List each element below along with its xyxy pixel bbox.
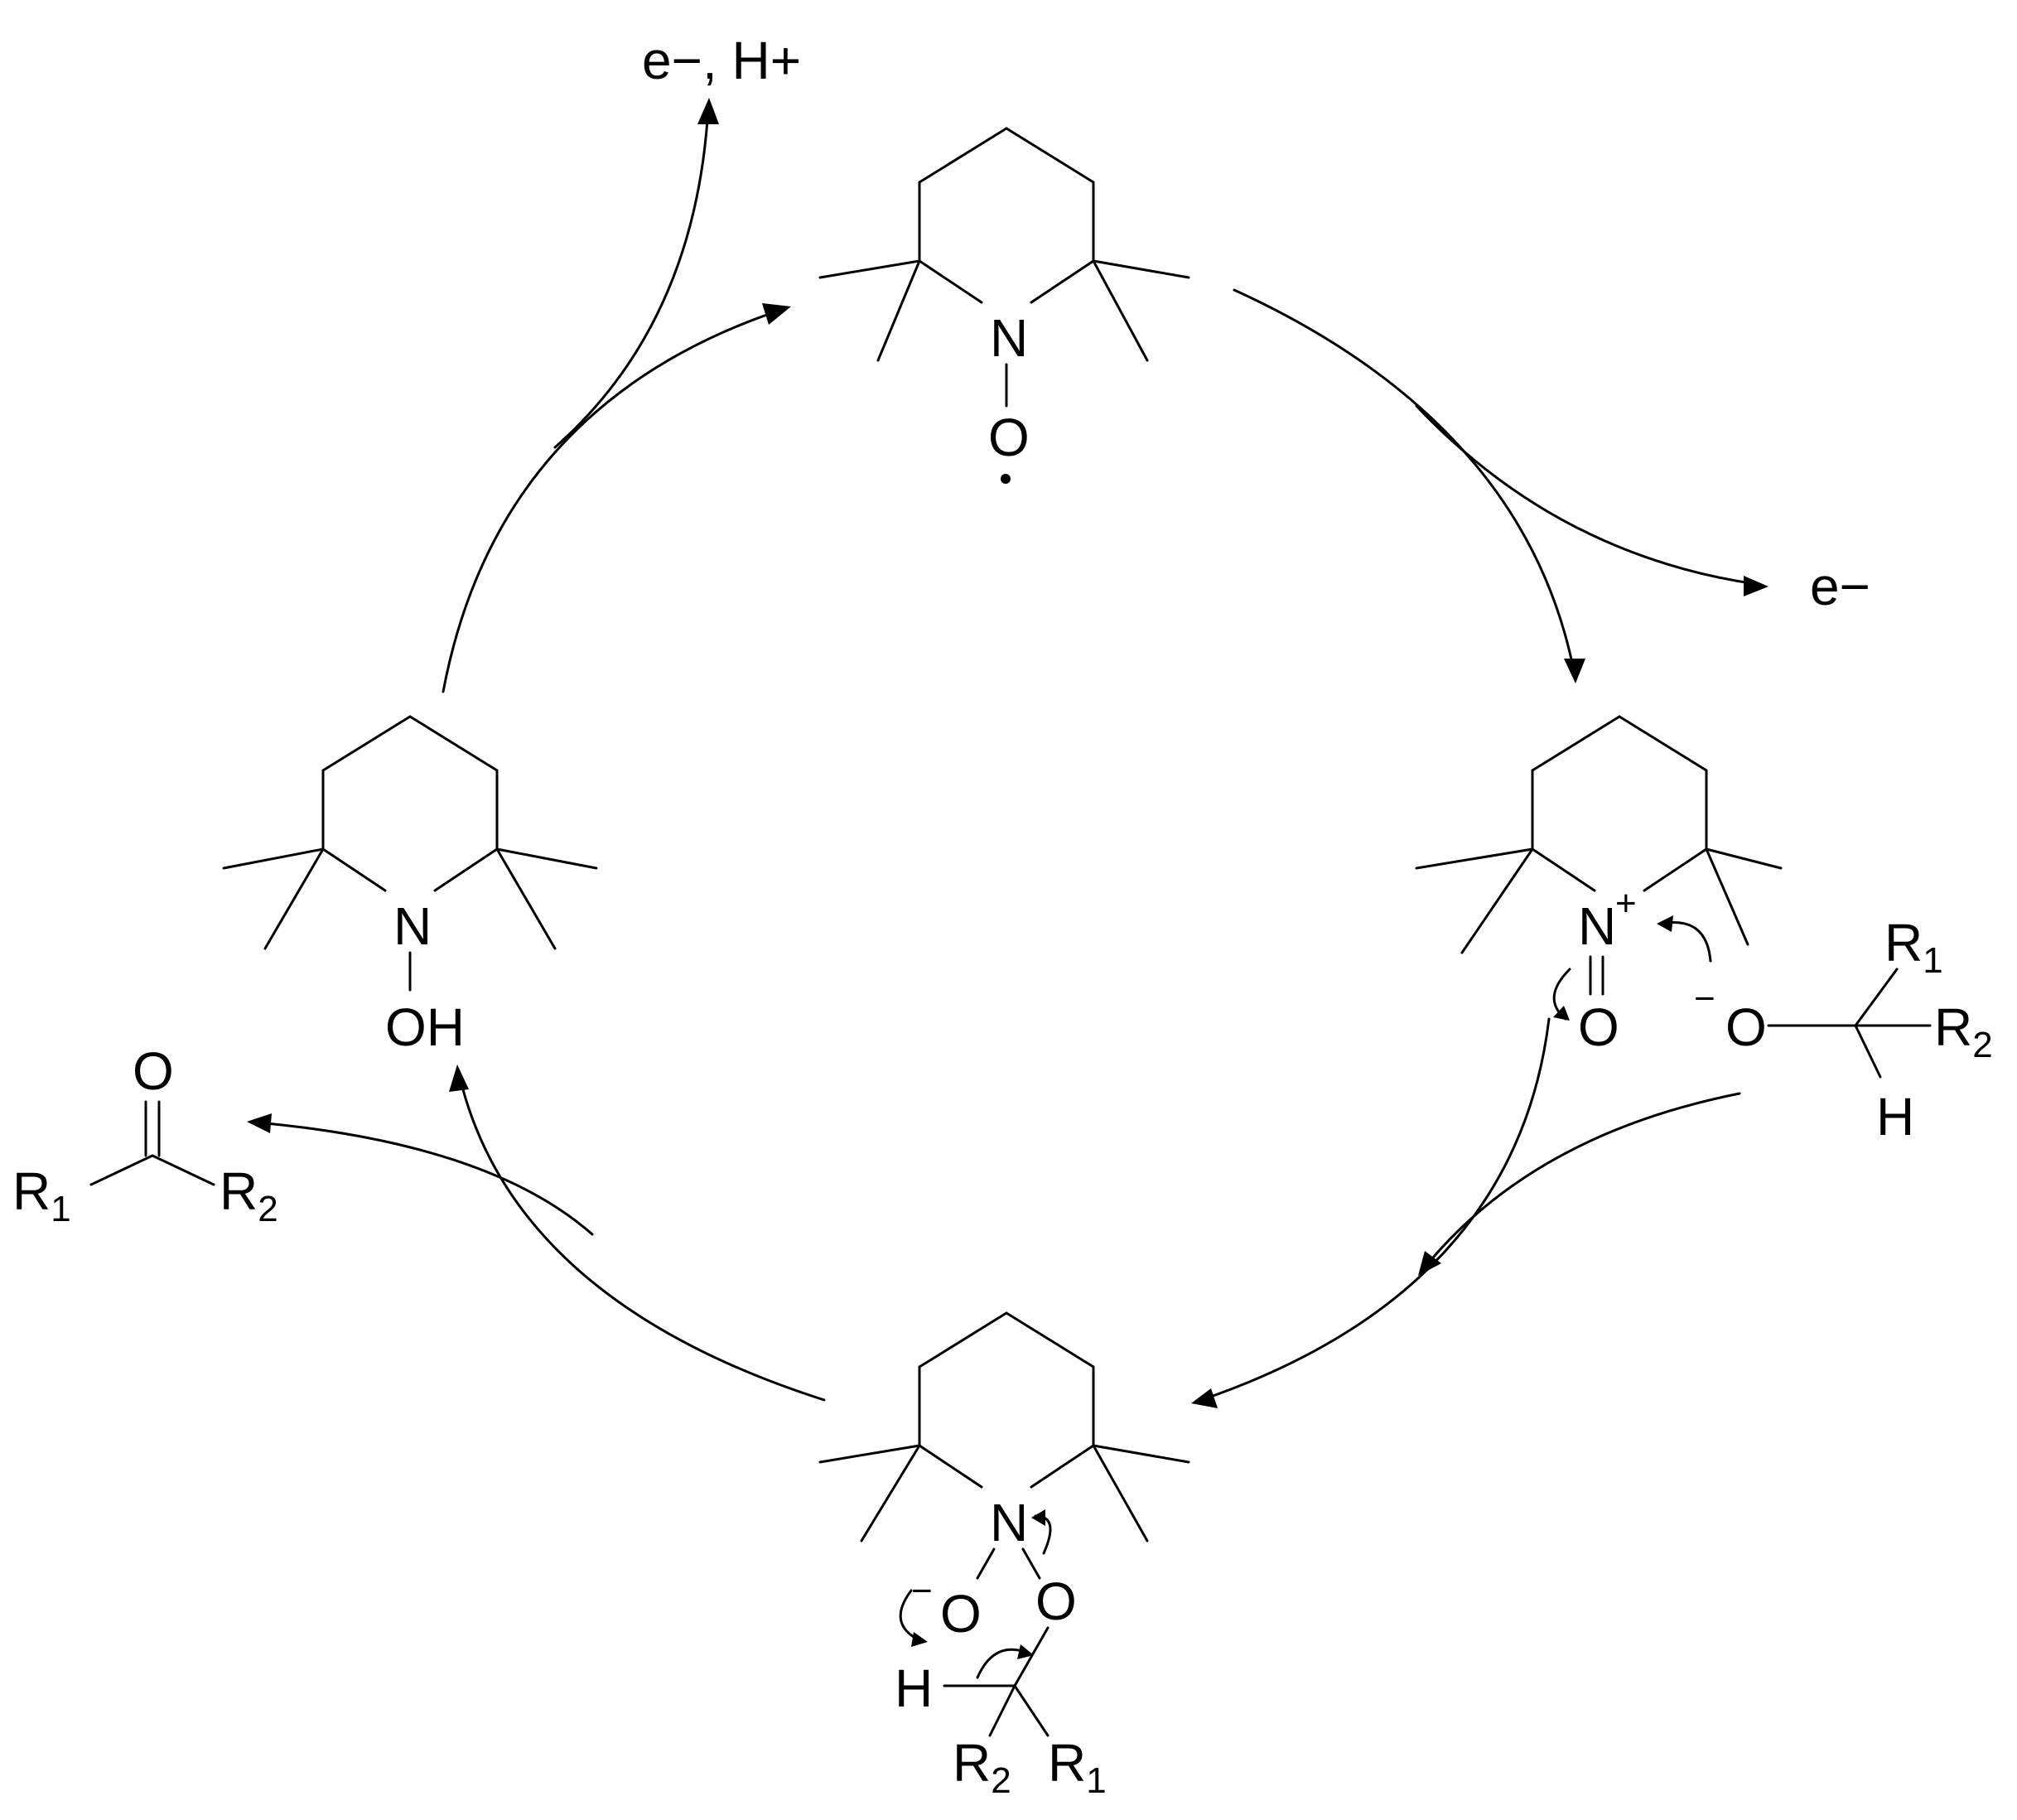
arrow-adduct-to-hydroxylamine <box>449 1064 826 1402</box>
electron-proton-label: e−, H+ <box>642 31 801 90</box>
arrow-oxoammonium-to-adduct <box>1191 1017 1551 1408</box>
alkoxide-adduct-structure: N − O O H R2 R1 <box>818 1311 1190 1801</box>
alkoxide-r1-label: R1 <box>1884 913 1943 981</box>
alkoxide-minus-charge: − <box>1694 978 1715 1019</box>
tempo-nitrogen-label: N <box>990 308 1028 368</box>
adduct-minus-charge: − <box>911 1571 933 1611</box>
arrow-hydroxylamine-to-tempo <box>442 303 791 693</box>
oxoammonium-structure: N + O <box>1415 715 1783 1057</box>
ketone-oxygen-label: O <box>133 1041 174 1101</box>
arrow-release-ketone <box>247 1113 594 1236</box>
adduct-nitrogen-label: N <box>990 1493 1028 1552</box>
adduct-oxygen-bridge-label: O <box>1035 1571 1077 1631</box>
alkoxide-substrate: − O R1 R2 H <box>1694 913 1993 1147</box>
adduct-r1-label: R1 <box>1048 1733 1107 1801</box>
radical-dot <box>1001 474 1011 484</box>
tempo-radical-structure: N O <box>818 127 1190 484</box>
hydroxylamine-oh-label: OH <box>385 997 465 1057</box>
hydroxylamine-nitrogen-label: N <box>393 896 432 956</box>
arrow-tempo-to-oxoammonium <box>1233 288 1585 683</box>
oxoammonium-oxygen-label: O <box>1578 997 1619 1057</box>
adduct-r2-label: R2 <box>953 1733 1011 1801</box>
oxoammonium-nitrogen-label: N <box>1578 896 1616 956</box>
ketone-r2-label: R2 <box>220 1161 278 1229</box>
hydroxylamine-structure: N OH <box>222 715 598 1057</box>
tempo-oxygen-label: O <box>988 408 1030 467</box>
alkoxide-oxygen-label: O <box>1725 997 1767 1057</box>
adduct-oxygen-anion-label: O <box>940 1584 982 1644</box>
oxoammonium-plus-charge: + <box>1615 883 1637 924</box>
electron-label: e− <box>1810 557 1870 616</box>
arrow-release-electron-proton <box>553 98 719 449</box>
arrow-alkoxide-joins <box>1418 1092 1741 1276</box>
arrow-release-electron <box>1415 404 1768 596</box>
adduct-h-label: H <box>895 1658 933 1718</box>
ketone-product-structure: O R1 R2 <box>12 1041 278 1229</box>
alkoxide-r2-label: R2 <box>1934 997 1993 1065</box>
alkoxide-h-label: H <box>1876 1087 1914 1147</box>
ketone-r1-label: R1 <box>12 1161 71 1229</box>
